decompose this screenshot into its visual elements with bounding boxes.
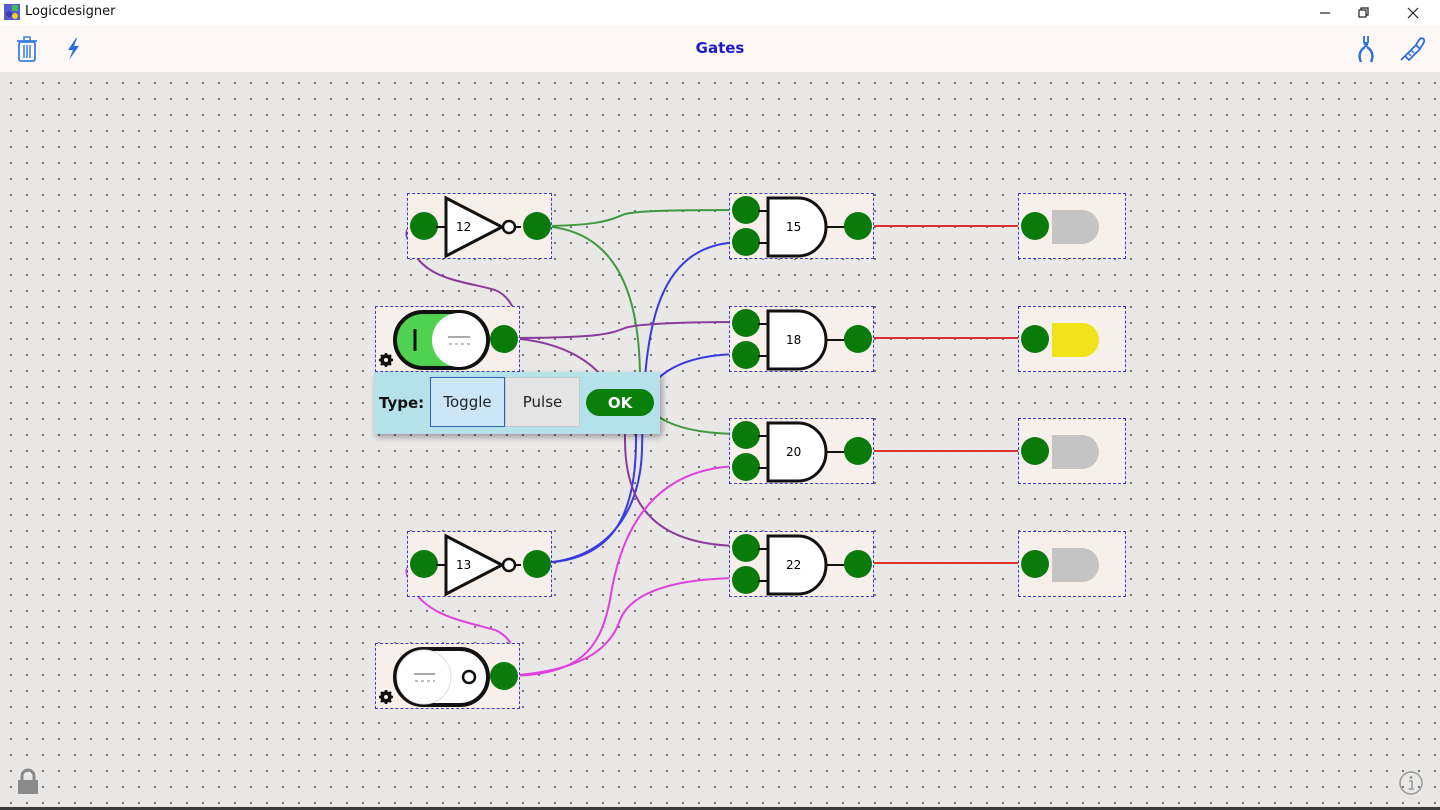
output-pin[interactable] xyxy=(844,550,872,578)
input-pin[interactable] xyxy=(732,534,760,562)
input-pin[interactable] xyxy=(732,228,760,256)
and-gate-symbol-icon xyxy=(758,309,848,371)
input-pin[interactable] xyxy=(732,309,760,337)
output-pin[interactable] xyxy=(523,550,551,578)
input-pin[interactable] xyxy=(732,566,760,594)
not-gate-symbol-icon xyxy=(436,195,521,259)
close-button[interactable] xyxy=(1390,0,1436,25)
input-pin[interactable] xyxy=(1021,437,1049,465)
minimize-button[interactable] xyxy=(1302,0,1348,25)
not-gate[interactable]: 13 xyxy=(407,531,552,597)
switch-body[interactable] xyxy=(392,309,492,371)
minimize-icon xyxy=(1320,11,1330,14)
led-off-icon xyxy=(1052,210,1099,244)
input-pin[interactable] xyxy=(732,421,760,449)
and-gate[interactable]: 18 xyxy=(729,306,874,372)
restore-button[interactable] xyxy=(1341,0,1387,25)
gate-label: 20 xyxy=(786,445,802,459)
and-gate-symbol-icon xyxy=(758,534,848,596)
toggle-option[interactable]: Toggle xyxy=(430,377,505,427)
input-pin[interactable] xyxy=(410,550,438,578)
led[interactable] xyxy=(1018,531,1126,597)
title-bar: Logicdesigner xyxy=(0,0,1440,25)
gate-label: 18 xyxy=(786,333,802,347)
input-pin[interactable] xyxy=(410,212,438,240)
gate-label: 22 xyxy=(786,558,802,572)
gate-label: 13 xyxy=(456,558,472,572)
led-off-icon xyxy=(1052,435,1099,469)
toolbar: Gates xyxy=(0,25,1440,72)
not-gate-symbol-icon xyxy=(436,533,521,597)
switch-body[interactable] xyxy=(392,646,492,708)
toggle-switch-off[interactable] xyxy=(375,643,520,709)
trash-icon xyxy=(17,36,37,62)
led[interactable] xyxy=(1018,418,1126,484)
input-pin[interactable] xyxy=(732,341,760,369)
led-off-icon xyxy=(1052,548,1099,582)
input-pin[interactable] xyxy=(1021,550,1049,578)
and-gate-symbol-icon xyxy=(758,196,848,258)
gear-icon[interactable] xyxy=(378,352,394,368)
output-pin[interactable] xyxy=(523,212,551,240)
and-gate[interactable]: 22 xyxy=(729,531,874,597)
and-gate[interactable]: 20 xyxy=(729,418,874,484)
probe-icon xyxy=(1400,37,1426,62)
output-pin[interactable] xyxy=(844,325,872,353)
output-pin[interactable] xyxy=(490,325,518,353)
not-gate[interactable]: 12 xyxy=(407,193,552,259)
app-logo-icon xyxy=(4,4,20,20)
delete-button[interactable] xyxy=(11,33,43,65)
switch-type-popup: Type: Toggle Pulse OK xyxy=(374,372,660,434)
output-pin[interactable] xyxy=(490,662,518,690)
input-pin[interactable] xyxy=(732,196,760,224)
and-gate[interactable]: 15 xyxy=(729,193,874,259)
led[interactable] xyxy=(1018,306,1126,372)
gear-icon[interactable] xyxy=(378,689,394,705)
pliers-icon xyxy=(1358,36,1374,63)
input-pin[interactable] xyxy=(1021,212,1049,240)
toggle-switch-on[interactable] xyxy=(375,306,520,372)
circuit-canvas[interactable] xyxy=(0,72,1440,807)
page-title: Gates xyxy=(695,39,745,57)
app-title: Logicdesigner xyxy=(25,4,116,19)
led[interactable] xyxy=(1018,193,1126,259)
and-gate-symbol-icon xyxy=(758,421,848,483)
led-on-icon xyxy=(1052,323,1099,357)
power-button[interactable] xyxy=(57,33,89,65)
probe-button[interactable] xyxy=(1396,33,1428,65)
info-icon[interactable] xyxy=(1398,770,1424,796)
input-pin[interactable] xyxy=(1021,325,1049,353)
output-pin[interactable] xyxy=(844,212,872,240)
wire-cutter-button[interactable] xyxy=(1350,33,1382,65)
gate-label: 15 xyxy=(786,220,802,234)
bottom-border xyxy=(0,807,1440,810)
type-label: Type: xyxy=(379,394,425,412)
close-icon xyxy=(1407,7,1419,18)
input-pin[interactable] xyxy=(732,453,760,481)
lock-icon[interactable] xyxy=(16,768,40,796)
restore-icon xyxy=(1358,6,1369,18)
output-pin[interactable] xyxy=(844,437,872,465)
pulse-option[interactable]: Pulse xyxy=(505,377,580,427)
lightning-icon xyxy=(68,38,79,60)
gate-label: 12 xyxy=(456,220,472,234)
ok-button[interactable]: OK xyxy=(586,389,654,416)
